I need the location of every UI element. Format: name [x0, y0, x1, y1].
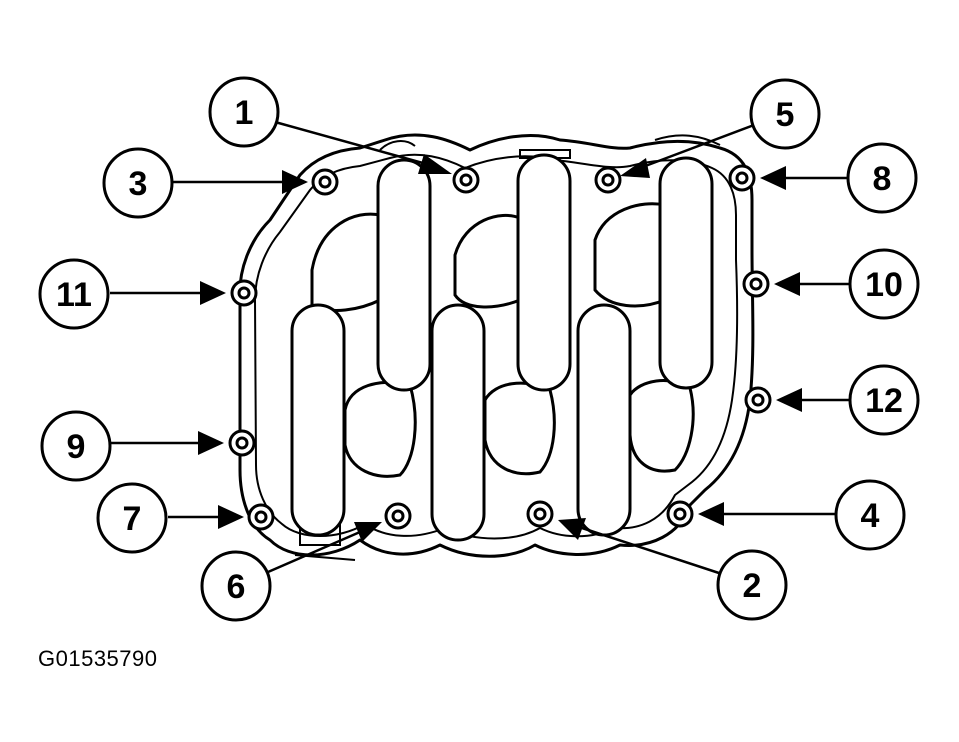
- callout-7: 7: [96, 482, 168, 554]
- callout-5: 5: [749, 78, 821, 150]
- bolt-8: [728, 164, 756, 192]
- callout-10: 10: [848, 248, 920, 320]
- bolt-11: [230, 279, 258, 307]
- leader-lines: [110, 120, 850, 576]
- callout-6-label: 6: [227, 568, 246, 606]
- manifold-ports: [310, 202, 695, 478]
- callout-7-label: 7: [123, 500, 142, 538]
- bolt-7: [247, 503, 275, 531]
- bolt-6: [384, 502, 412, 530]
- callout-8-label: 8: [873, 160, 892, 198]
- callout-5-label: 5: [776, 96, 795, 134]
- bolt-2: [526, 500, 554, 528]
- bolt-3: [311, 168, 339, 196]
- callout-1-label: 1: [235, 94, 254, 132]
- callout-3-label: 3: [129, 165, 148, 203]
- bolt-5: [594, 166, 622, 194]
- callout-4-label: 4: [861, 497, 880, 535]
- callout-6: 6: [200, 550, 272, 622]
- callout-4: 4: [834, 479, 906, 551]
- callout-2: 2: [716, 549, 788, 621]
- callout-9-label: 9: [67, 428, 86, 466]
- bolt-1: [452, 166, 480, 194]
- callout-12: 12: [848, 364, 920, 436]
- bolt-12: [744, 386, 772, 414]
- callout-1: 1: [208, 76, 280, 148]
- callout-12-label: 12: [865, 382, 903, 420]
- bolt-4: [666, 500, 694, 528]
- callout-9: 9: [40, 410, 112, 482]
- figure-id: G01535790: [38, 646, 158, 671]
- callout-11-label: 11: [56, 276, 92, 314]
- bolt-9: [228, 429, 256, 457]
- callout-3: 3: [102, 147, 174, 219]
- manifold-runners: [290, 153, 714, 542]
- callout-10-label: 10: [865, 266, 903, 304]
- callout-8: 8: [846, 142, 918, 214]
- bolt-10: [742, 270, 770, 298]
- callout-11: 11: [38, 258, 110, 330]
- callout-2-label: 2: [743, 567, 762, 605]
